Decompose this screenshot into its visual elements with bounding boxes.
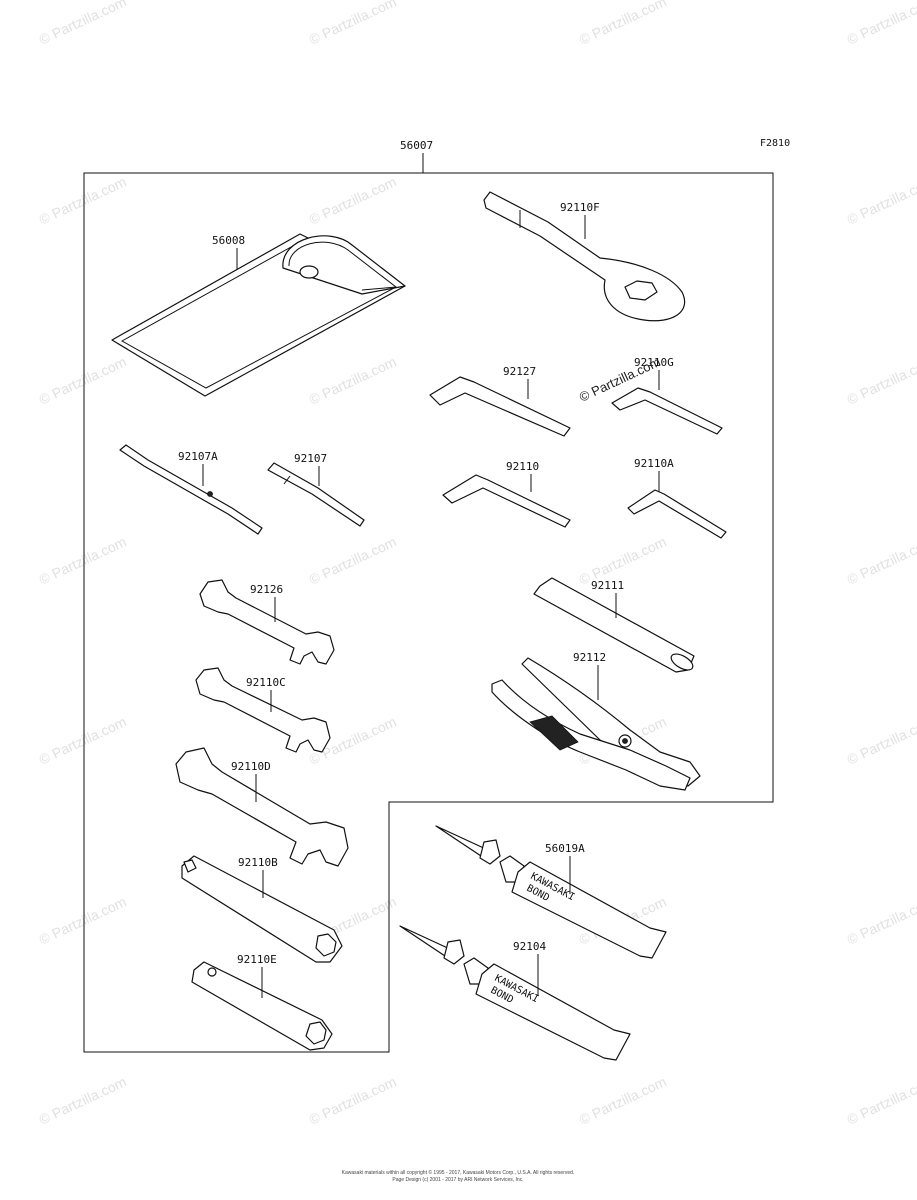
copyright-line: Kawasaki materials within all copyright … <box>342 1169 575 1176</box>
part-label-92126[interactable]: 92126 <box>250 583 283 596</box>
watermark: © Partzilla.com <box>307 173 399 227</box>
watermark: © Partzilla.com <box>845 533 917 587</box>
part-label-56008[interactable]: 56008 <box>212 234 245 247</box>
screwdriver-bit-92107 <box>267 462 365 527</box>
part-label-92111[interactable]: 92111 <box>591 579 624 592</box>
watermark: © Partzilla.com <box>37 1073 129 1127</box>
box-wrench-92110B <box>181 855 343 963</box>
watermark: © Partzilla.com <box>845 0 917 48</box>
part-label-92112[interactable]: 92112 <box>573 651 606 664</box>
hex-key-92110G <box>611 387 723 435</box>
watermark: © Partzilla.com <box>37 353 129 407</box>
part-label-56007[interactable]: 56007 <box>400 139 433 152</box>
part-label-92110C[interactable]: 92110C <box>246 676 286 689</box>
ring-spanner <box>483 191 686 322</box>
part-label-92107A[interactable]: 92107A <box>178 450 218 463</box>
watermark: © Partzilla.com <box>307 353 399 407</box>
part-label-92110F[interactable]: 92110F <box>560 201 600 214</box>
part-label-92127[interactable]: 92127 <box>503 365 536 378</box>
watermark: © Partzilla.com <box>845 713 917 767</box>
watermark: © Partzilla.com <box>37 0 129 48</box>
watermark: © Partzilla.com <box>307 1073 399 1127</box>
box-wrench-92110E <box>191 961 333 1051</box>
watermark: © Partzilla.com <box>845 893 917 947</box>
open-end-wrench-92110D <box>175 747 349 867</box>
screwdriver-bit-92107A <box>119 444 263 535</box>
part-label-92110G[interactable]: 92110G <box>634 356 674 369</box>
watermark: © Partzilla.com <box>307 533 399 587</box>
part-label-92110[interactable]: 92110 <box>506 460 539 473</box>
bond-tube-56019A: KAWASAKI BOND <box>435 825 667 959</box>
watermark: © Partzilla.com <box>845 173 917 227</box>
figure-code: F2810 <box>760 138 790 149</box>
open-end-wrench-92126 <box>199 579 335 665</box>
watermark: © Partzilla.com <box>37 173 129 227</box>
part-label-92110E[interactable]: 92110E <box>237 953 277 966</box>
watermark: © Partzilla.com <box>845 1073 917 1127</box>
watermark: © Partzilla.com <box>37 533 129 587</box>
part-label-92104[interactable]: 92104 <box>513 940 546 953</box>
watermark-layer: © Partzilla.com © Partzilla.com © Partzi… <box>37 0 917 1128</box>
open-end-wrench-92110C <box>195 667 331 753</box>
part-label-56019A[interactable]: 56019A <box>545 842 585 855</box>
hex-key-92110 <box>442 474 571 528</box>
watermark: © Partzilla.com <box>37 893 129 947</box>
part-label-92110D[interactable]: 92110D <box>231 760 271 773</box>
part-label-92110B[interactable]: 92110B <box>238 856 278 869</box>
copyright-line: Page Design (c) 2001 - 2017 by ARI Netwo… <box>392 1177 523 1183</box>
kit-boundary <box>83 172 774 1053</box>
part-label-92110A[interactable]: 92110A <box>634 457 674 470</box>
watermark: © Partzilla.com <box>577 0 669 48</box>
watermark: © Partzilla.com <box>307 0 399 48</box>
watermark: © Partzilla.com <box>845 353 917 407</box>
bond-tube-92104: KAWASAKI BOND <box>399 925 631 1061</box>
part-label-92107[interactable]: 92107 <box>294 452 327 465</box>
watermark: © Partzilla.com <box>577 1073 669 1127</box>
hex-key-92127 <box>429 376 571 437</box>
watermark: © Partzilla.com <box>37 713 129 767</box>
tool-handle-92111 <box>533 577 695 673</box>
pliers-92112 <box>491 657 701 791</box>
hex-key-92110A <box>627 489 727 539</box>
